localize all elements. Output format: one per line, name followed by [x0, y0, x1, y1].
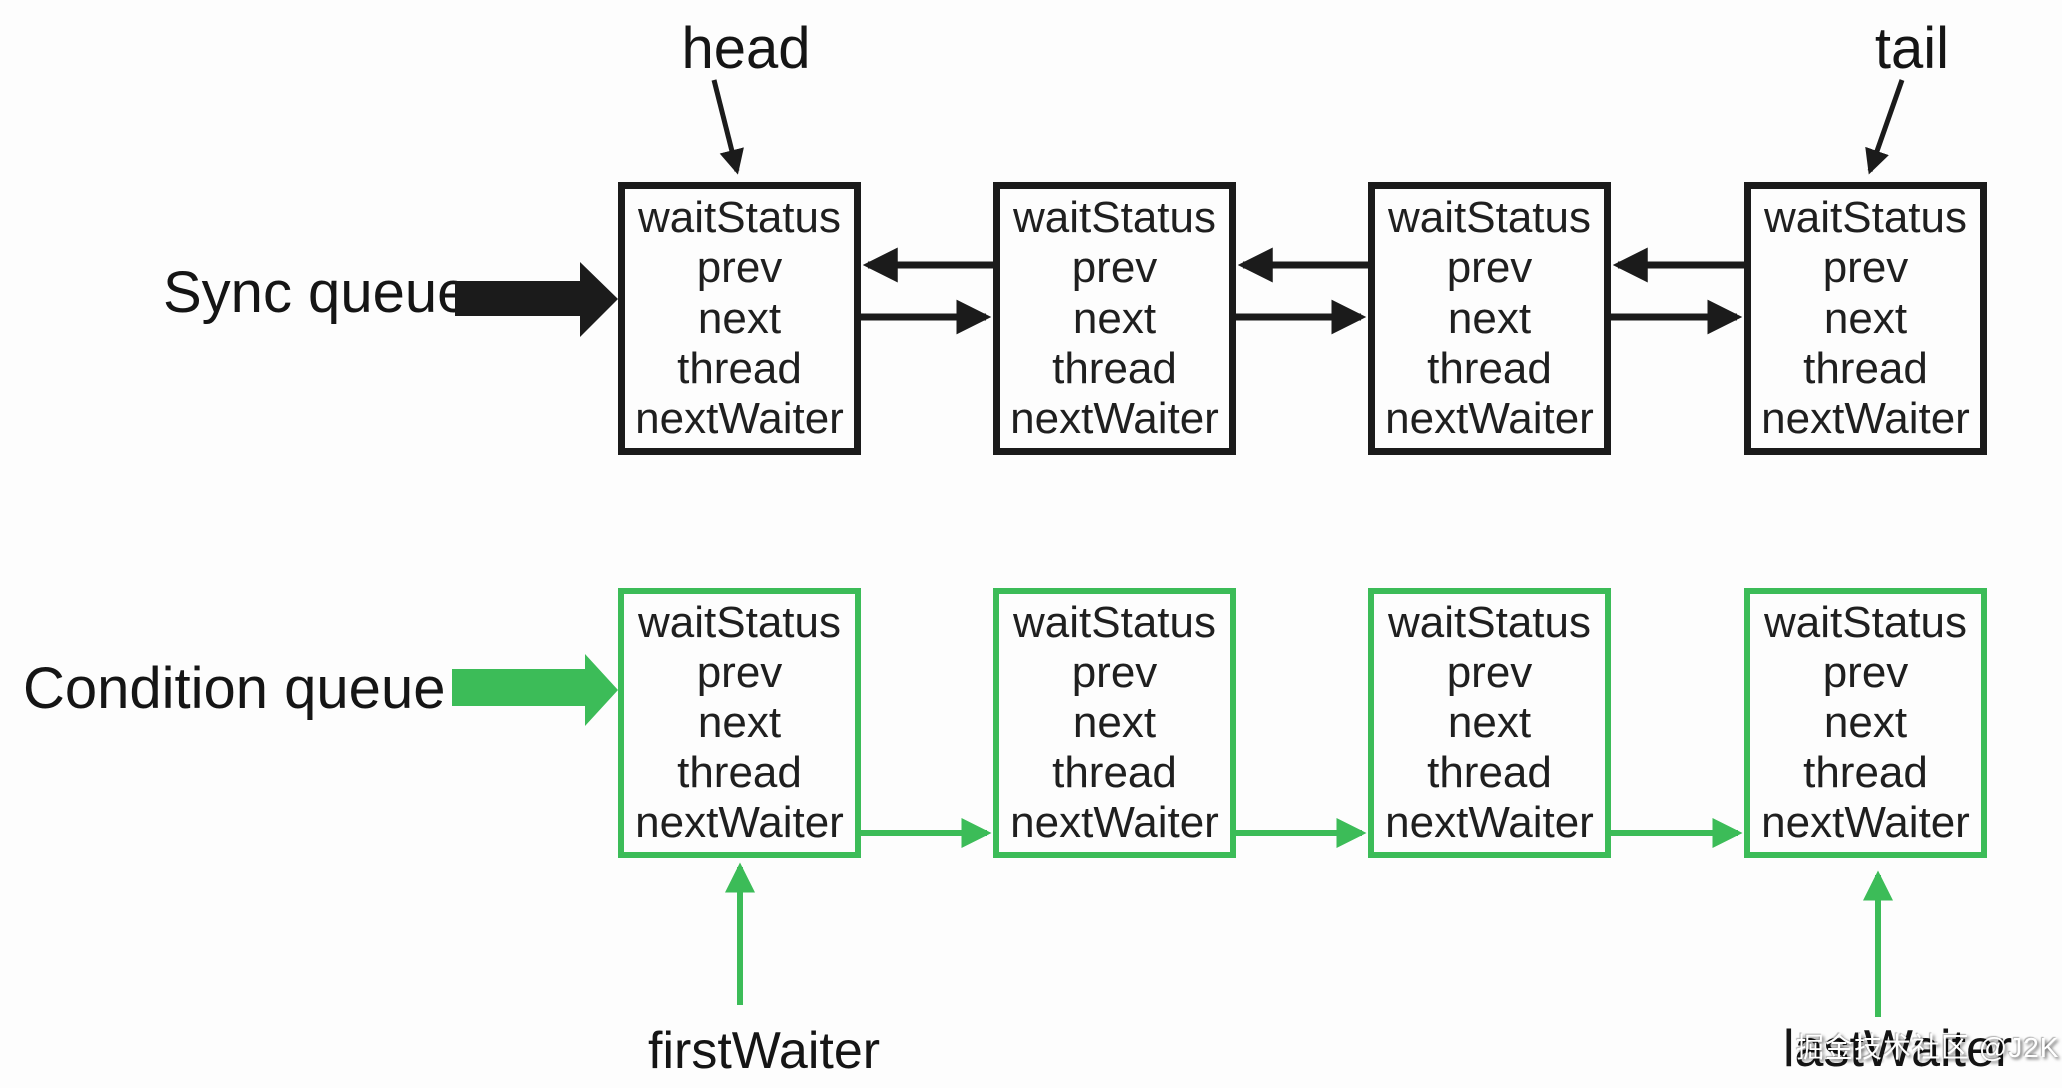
field-prev: prev	[696, 243, 783, 293]
field-nextwaiter: nextWaiter	[635, 798, 844, 847]
field-thread: thread	[1427, 343, 1552, 393]
sync-queue-block-arrow	[455, 262, 618, 337]
field-thread: thread	[1052, 748, 1177, 797]
field-waitstatus: waitStatus	[1764, 193, 1967, 243]
condition-queue-block-arrow	[452, 654, 618, 726]
sync-node-2: waitStatus prev next thread nextWaiter	[993, 182, 1236, 455]
first-waiter-label: firstWaiter	[648, 1022, 881, 1080]
tail-arrow	[1865, 79, 1905, 175]
field-nextwaiter: nextWaiter	[635, 393, 844, 443]
field-next: next	[1447, 293, 1532, 343]
field-waitstatus: waitStatus	[1013, 598, 1216, 647]
field-waitstatus: waitStatus	[1388, 598, 1591, 647]
field-waitstatus: waitStatus	[638, 598, 841, 647]
field-thread: thread	[1803, 343, 1928, 393]
field-prev: prev	[1822, 648, 1909, 697]
sync-queue-label: Sync queue	[163, 260, 470, 325]
field-prev: prev	[696, 648, 783, 697]
field-thread: thread	[1052, 343, 1177, 393]
field-prev: prev	[1071, 648, 1158, 697]
field-waitstatus: waitStatus	[1013, 193, 1216, 243]
head-pointer-label: head	[681, 16, 811, 81]
sync-node-1: waitStatus prev next thread nextWaiter	[618, 182, 861, 455]
field-nextwaiter: nextWaiter	[1010, 393, 1219, 443]
sync-node-4: waitStatus prev next thread nextWaiter	[1744, 182, 1987, 455]
sync-node-3: waitStatus prev next thread nextWaiter	[1368, 182, 1611, 455]
field-prev: prev	[1446, 243, 1533, 293]
condition-node-4: waitStatus prev next thread nextWaiter	[1744, 588, 1987, 858]
condition-node-2: waitStatus prev next thread nextWaiter	[993, 588, 1236, 858]
field-thread: thread	[677, 343, 802, 393]
field-next: next	[697, 698, 782, 747]
field-prev: prev	[1446, 648, 1533, 697]
field-nextwaiter: nextWaiter	[1385, 798, 1594, 847]
field-next: next	[1823, 698, 1908, 747]
condition-node-3: waitStatus prev next thread nextWaiter	[1368, 588, 1611, 858]
last-waiter-label: lastWaiter	[1783, 1020, 2013, 1078]
tail-pointer-label: tail	[1874, 16, 1950, 81]
head-arrow	[711, 79, 744, 175]
field-nextwaiter: nextWaiter	[1385, 393, 1594, 443]
field-next: next	[1447, 698, 1532, 747]
condition-node-1: waitStatus prev next thread nextWaiter	[618, 588, 861, 858]
field-next: next	[1072, 698, 1157, 747]
field-waitstatus: waitStatus	[1764, 598, 1967, 647]
condition-queue-label: Condition queue	[23, 656, 446, 721]
field-next: next	[1823, 293, 1908, 343]
field-next: next	[697, 293, 782, 343]
field-prev: prev	[1822, 243, 1909, 293]
field-thread: thread	[1427, 748, 1552, 797]
field-nextwaiter: nextWaiter	[1761, 798, 1970, 847]
site-watermark: 掘金技术社区 @J2K	[1796, 1032, 2060, 1063]
field-prev: prev	[1071, 243, 1158, 293]
field-waitstatus: waitStatus	[1388, 193, 1591, 243]
field-nextwaiter: nextWaiter	[1761, 393, 1970, 443]
field-waitstatus: waitStatus	[638, 193, 841, 243]
field-nextwaiter: nextWaiter	[1010, 798, 1219, 847]
field-thread: thread	[1803, 748, 1928, 797]
field-next: next	[1072, 293, 1157, 343]
field-thread: thread	[677, 748, 802, 797]
